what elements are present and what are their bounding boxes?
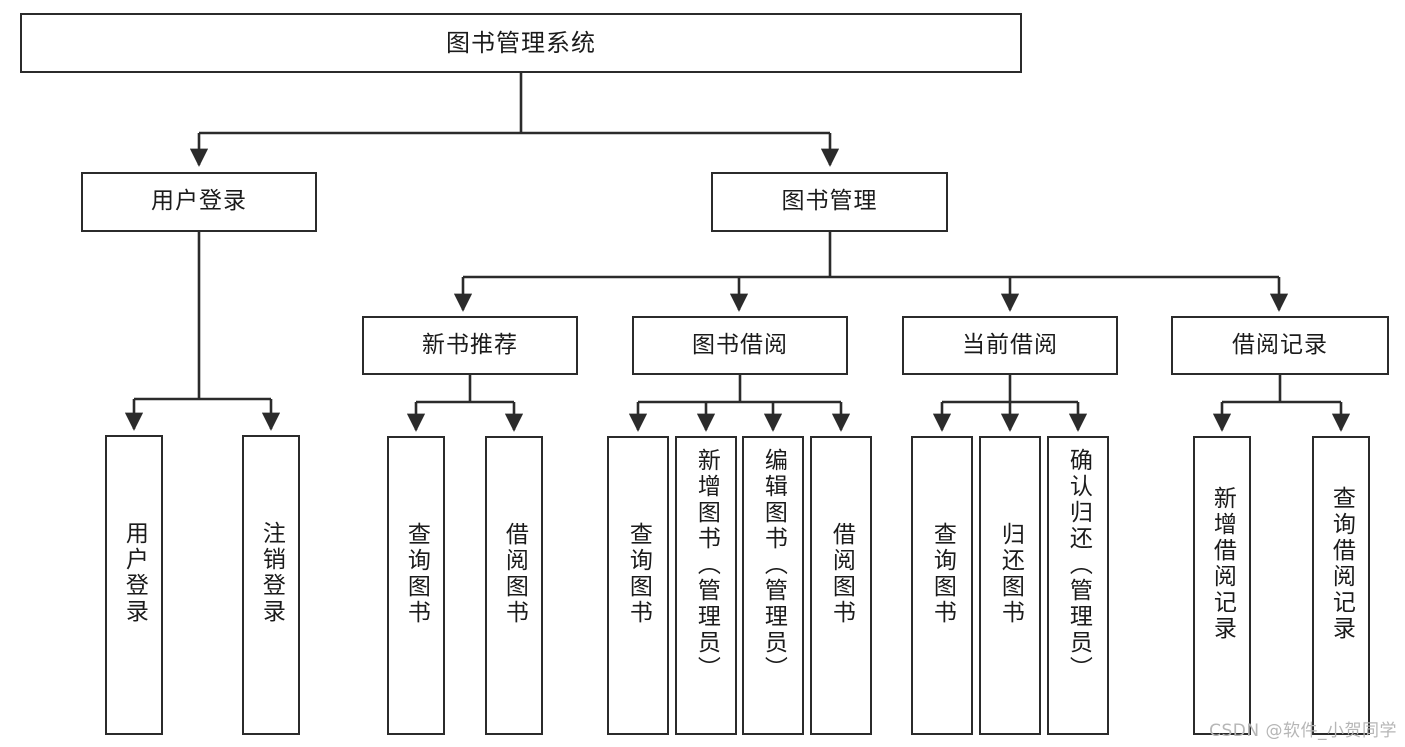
- csdn-watermark: CSDN @软件_小贺同学: [1209, 721, 1397, 741]
- node-user-login[interactable]: 用户登录: [81, 172, 317, 232]
- node-leaf-confirm-return[interactable]: 确认归还（管理员）: [1047, 436, 1109, 735]
- node-leaf-query-record-label: 查询借阅记录: [1328, 486, 1355, 642]
- node-leaf-query-book-3[interactable]: 查询图书: [911, 436, 973, 735]
- node-leaf-borrow-book-1[interactable]: 借阅图书: [485, 436, 543, 735]
- node-root-system[interactable]: 图书管理系统: [20, 13, 1022, 73]
- node-leaf-query-book-1[interactable]: 查询图书: [387, 436, 445, 735]
- node-leaf-query-record[interactable]: 查询借阅记录: [1312, 436, 1370, 735]
- node-leaf-query-book-2[interactable]: 查询图书: [607, 436, 669, 735]
- node-leaf-borrow-book-2[interactable]: 借阅图书: [810, 436, 872, 735]
- node-leaf-edit-book-label: 编辑图书（管理员）: [760, 448, 787, 682]
- node-leaf-user-login[interactable]: 用户登录: [105, 435, 163, 735]
- node-leaf-add-book[interactable]: 新增图书（管理员）: [675, 436, 737, 735]
- node-leaf-edit-book[interactable]: 编辑图书（管理员）: [742, 436, 804, 735]
- node-leaf-user-login-label: 用户登录: [121, 521, 148, 625]
- node-current-borrow[interactable]: 当前借阅: [902, 316, 1118, 375]
- node-leaf-confirm-return-label: 确认归还（管理员）: [1065, 448, 1092, 682]
- node-book-borrow[interactable]: 图书借阅: [632, 316, 848, 375]
- node-leaf-query-book-2-label: 查询图书: [625, 522, 652, 626]
- node-leaf-add-book-label: 新增图书（管理员）: [693, 448, 720, 682]
- node-borrow-record[interactable]: 借阅记录: [1171, 316, 1389, 375]
- node-leaf-return-book[interactable]: 归还图书: [979, 436, 1041, 735]
- node-book-management[interactable]: 图书管理: [711, 172, 948, 232]
- node-leaf-query-book-3-label: 查询图书: [929, 522, 956, 626]
- node-leaf-add-record[interactable]: 新增借阅记录: [1193, 436, 1251, 735]
- node-leaf-query-book-1-label: 查询图书: [403, 522, 430, 626]
- node-leaf-logout[interactable]: 注销登录: [242, 435, 300, 735]
- node-new-book-recommend[interactable]: 新书推荐: [362, 316, 578, 375]
- node-leaf-logout-label: 注销登录: [258, 521, 285, 625]
- node-leaf-add-record-label: 新增借阅记录: [1209, 486, 1236, 642]
- node-leaf-return-book-label: 归还图书: [997, 522, 1024, 626]
- node-leaf-borrow-book-2-label: 借阅图书: [828, 522, 855, 626]
- node-leaf-borrow-book-1-label: 借阅图书: [501, 522, 528, 626]
